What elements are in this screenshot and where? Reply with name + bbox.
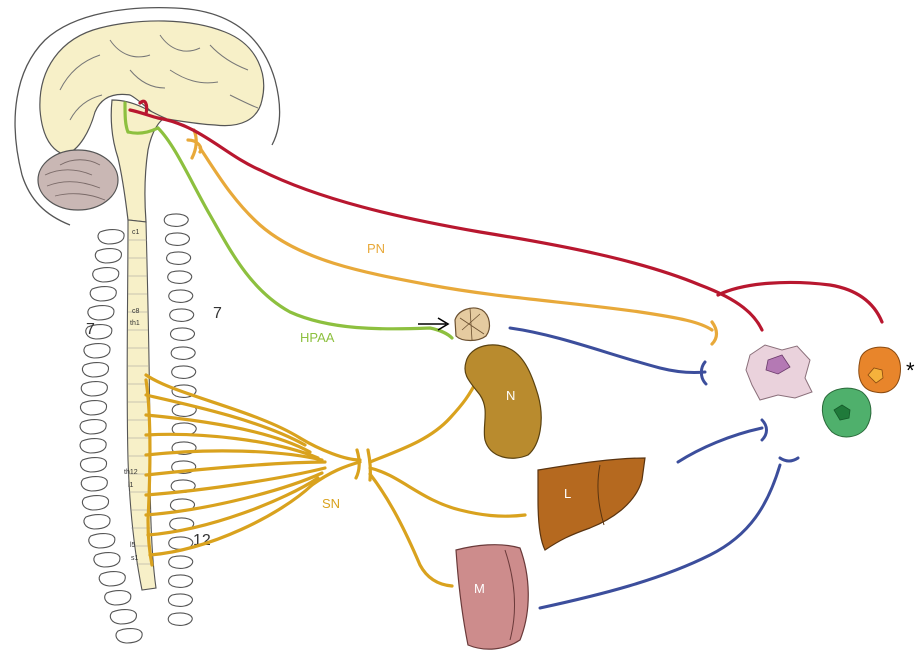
label-sn: SN: [322, 496, 340, 511]
vertebra-label-l5: l5: [130, 542, 136, 549]
vertebral-process: [164, 214, 188, 226]
vertebral-body: [89, 534, 115, 548]
vertebral-body: [81, 382, 107, 396]
immune-cell-pink: [746, 345, 812, 400]
vertebral-body: [105, 591, 131, 605]
label-hpaa: HPAA: [300, 330, 335, 345]
label-m: M: [474, 581, 485, 596]
immune-cell-green: [822, 388, 871, 437]
vertebral-process: [169, 556, 193, 568]
vertebral-process: [167, 252, 191, 264]
pituitary-gland: [455, 308, 489, 341]
organ-l: L: [538, 458, 645, 550]
vertebral-body: [82, 496, 108, 510]
vertebral-body: [99, 572, 125, 586]
organ-n: N: [465, 345, 541, 458]
vertebral-process: [165, 233, 189, 245]
vertebra-label-l1: l1: [128, 482, 134, 489]
vertebral-process: [169, 575, 193, 587]
vertebral-body: [90, 287, 116, 301]
vertebral-process: [171, 347, 195, 359]
vertebral-body: [82, 363, 108, 377]
vertebral-process: [172, 366, 196, 378]
vertebral-body: [84, 515, 110, 529]
spine: [80, 214, 196, 643]
vertebral-process: [168, 613, 192, 625]
vertebral-process: [170, 309, 194, 321]
vertebra-label-c1: c1: [132, 229, 140, 236]
vertebral-body: [81, 401, 107, 415]
vertebral-body: [94, 553, 120, 567]
vertebral-body: [81, 477, 107, 491]
vertebral-body: [80, 439, 106, 453]
vertebra-label-c8: c8: [132, 308, 140, 315]
vertebral-process: [168, 594, 192, 606]
label-pn: PN: [367, 241, 385, 256]
vertebral-body: [110, 610, 136, 624]
label-seven-left: 7: [86, 321, 95, 338]
immune-cell-orange: [859, 347, 901, 393]
vertebral-process: [169, 290, 193, 302]
vertebral-body: [80, 420, 106, 434]
vertebral-body: [81, 458, 107, 472]
label-seven-right: 7: [213, 305, 222, 322]
vertebra-label-th12: th12: [124, 469, 138, 476]
label-l: L: [564, 486, 571, 501]
vertebral-body: [88, 306, 114, 320]
cerebellum: [38, 150, 118, 210]
vertebral-body: [84, 344, 110, 358]
vertebral-body: [95, 249, 121, 263]
vertebral-process: [168, 271, 192, 283]
vertebral-body: [93, 268, 119, 282]
label-n: N: [506, 388, 515, 403]
parasympathetic-nerve: [188, 130, 717, 344]
organ-m: M: [456, 545, 528, 649]
label-asterisk: *: [906, 358, 915, 383]
vertebral-process: [170, 328, 194, 340]
vertebral-body: [116, 629, 142, 643]
vertebral-body: [98, 230, 124, 244]
vertebra-label-th1: th1: [130, 320, 140, 327]
vertebra-label-s1: s1: [131, 555, 139, 562]
